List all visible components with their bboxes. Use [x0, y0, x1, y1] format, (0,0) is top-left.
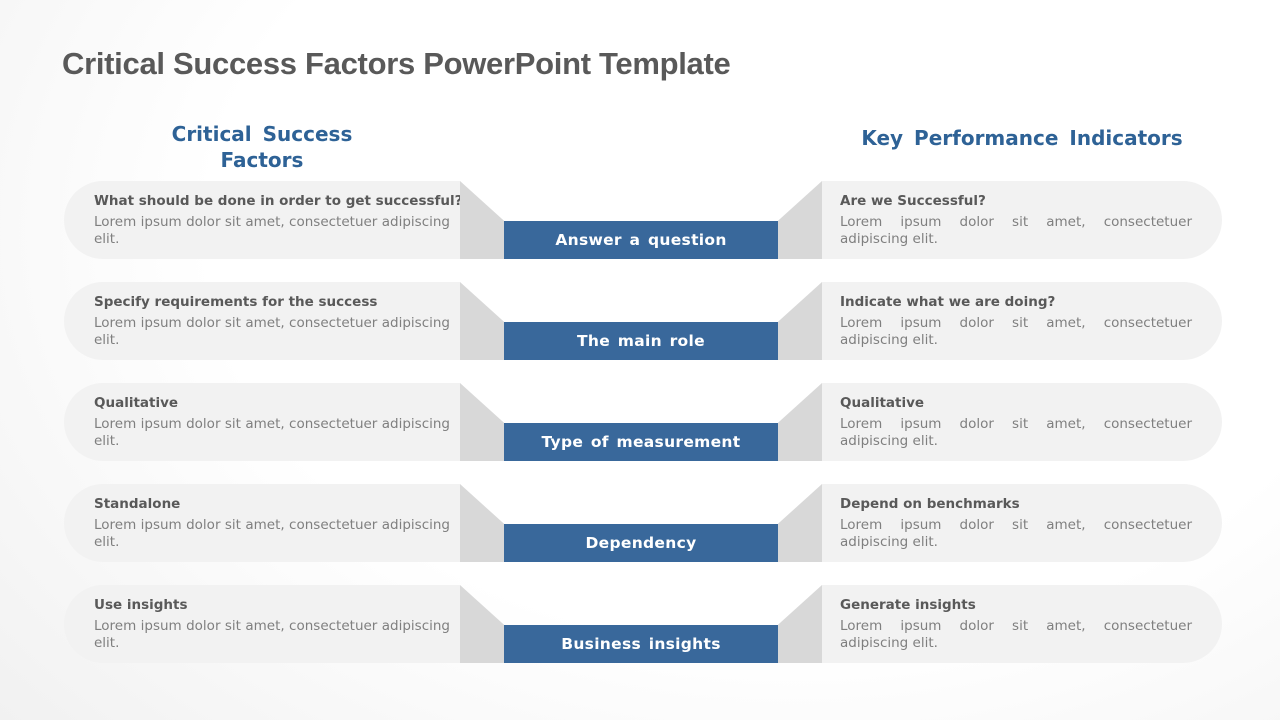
csf-row-4: Standalone Lorem ipsum dolor sit amet, c… — [64, 484, 1222, 562]
kpi-heading: Qualitative — [840, 395, 925, 411]
kpi-heading: Are we Successful? — [840, 193, 986, 209]
kpi-body: Lorem ipsum dolor sit amet, consectetuer… — [840, 315, 1192, 348]
wedge-right — [778, 383, 822, 461]
factor-heading: What should be done in order to get succ… — [94, 193, 463, 209]
factor-card: Specify requirements for the success Lor… — [64, 282, 460, 360]
wedge-left — [460, 383, 504, 461]
kpi-card: Qualitative Lorem ipsum dolor sit amet, … — [822, 383, 1222, 461]
factor-body: Lorem ipsum dolor sit amet, consectetuer… — [94, 517, 450, 550]
column-header-key-performance-indicators: Key Performance Indicators — [861, 126, 1183, 150]
slide-title: Critical Success Factors PowerPoint Temp… — [62, 46, 731, 81]
csf-row-5: Use insights Lorem ipsum dolor sit amet,… — [64, 585, 1222, 663]
kpi-heading: Indicate what we are doing? — [840, 294, 1056, 310]
factor-card: Standalone Lorem ipsum dolor sit amet, c… — [64, 484, 460, 562]
wedge-left — [460, 282, 504, 360]
category-banner: Type of measurement — [504, 423, 778, 461]
factor-heading: Specify requirements for the success — [94, 294, 378, 310]
factor-card: Use insights Lorem ipsum dolor sit amet,… — [64, 585, 460, 663]
csf-row-1: What should be done in order to get succ… — [64, 181, 1222, 259]
wedge-right — [778, 282, 822, 360]
category-banner: The main role — [504, 322, 778, 360]
category-banner: Dependency — [504, 524, 778, 562]
kpi-card: Generate insights Lorem ipsum dolor sit … — [822, 585, 1222, 663]
wedge-right — [778, 484, 822, 562]
kpi-body: Lorem ipsum dolor sit amet, consectetuer… — [840, 416, 1192, 449]
factor-heading: Standalone — [94, 496, 181, 512]
wedge-left — [460, 181, 504, 259]
wedge-right — [778, 181, 822, 259]
kpi-heading: Generate insights — [840, 597, 976, 613]
factor-body: Lorem ipsum dolor sit amet, consectetuer… — [94, 416, 450, 449]
factor-heading: Use insights — [94, 597, 188, 613]
factor-body: Lorem ipsum dolor sit amet, consectetuer… — [94, 214, 450, 247]
kpi-card: Depend on benchmarks Lorem ipsum dolor s… — [822, 484, 1222, 562]
kpi-card: Indicate what we are doing? Lorem ipsum … — [822, 282, 1222, 360]
wedge-right — [778, 585, 822, 663]
kpi-body: Lorem ipsum dolor sit amet, consectetuer… — [840, 618, 1192, 651]
kpi-body: Lorem ipsum dolor sit amet, consectetuer… — [840, 214, 1192, 247]
wedge-left — [460, 585, 504, 663]
factor-card: Qualitative Lorem ipsum dolor sit amet, … — [64, 383, 460, 461]
kpi-body: Lorem ipsum dolor sit amet, consectetuer… — [840, 517, 1192, 550]
kpi-heading: Depend on benchmarks — [840, 496, 1020, 512]
category-banner: Answer a question — [504, 221, 778, 259]
category-banner: Business insights — [504, 625, 778, 663]
wedge-left — [460, 484, 504, 562]
csf-row-2: Specify requirements for the success Lor… — [64, 282, 1222, 360]
kpi-card: Are we Successful? Lorem ipsum dolor sit… — [822, 181, 1222, 259]
factor-body: Lorem ipsum dolor sit amet, consectetuer… — [94, 618, 450, 651]
factor-heading: Qualitative — [94, 395, 179, 411]
factor-body: Lorem ipsum dolor sit amet, consectetuer… — [94, 315, 450, 348]
csf-row-3: Qualitative Lorem ipsum dolor sit amet, … — [64, 383, 1222, 461]
column-header-critical-success-factors: Critical Success Factors — [171, 122, 353, 172]
factor-card: What should be done in order to get succ… — [64, 181, 463, 259]
